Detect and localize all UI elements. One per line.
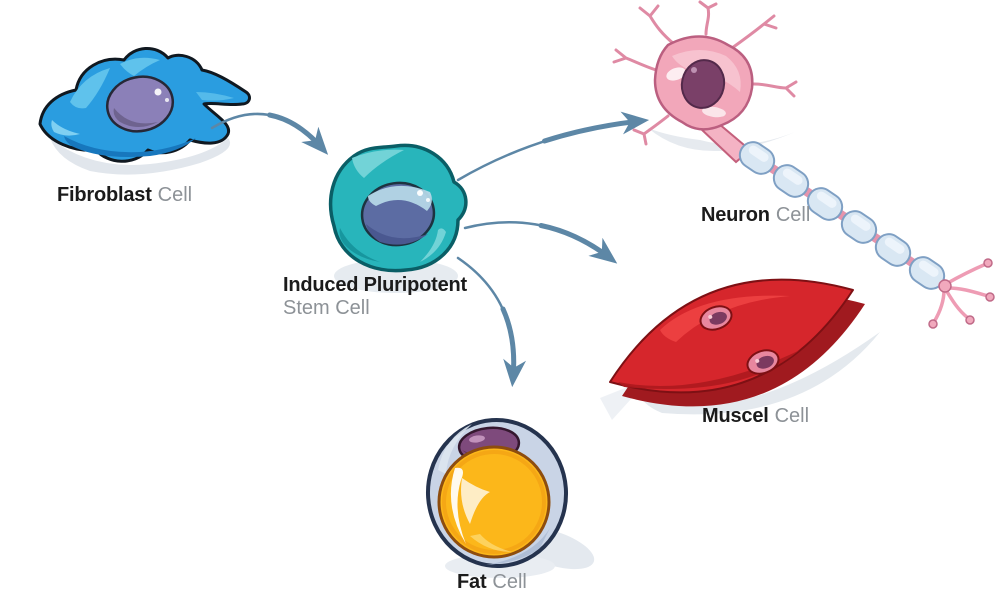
neuron-axon: [738, 141, 995, 329]
fat-membrane-shade: [486, 528, 550, 565]
neuron-cell-illustration: [612, 0, 995, 329]
muscle-fiber-front: [609, 278, 854, 394]
neuron-nucleus: [680, 59, 726, 109]
fat-lipid-inner-ring: [442, 450, 546, 554]
muscle-label-bold: Muscel: [702, 405, 769, 427]
neuron-label-bold: Neuron: [701, 204, 770, 226]
fat-label-bold: Fat: [457, 571, 487, 593]
neuron-label-light: Cell: [775, 204, 811, 226]
neuron-dendrites: [612, 0, 798, 146]
arrow-ips-to-neuron: [456, 111, 650, 182]
muscle-nucleus-2: [746, 349, 780, 375]
ips-cell-illustration: [328, 143, 468, 293]
arrow-fibroblast-to-ips: [210, 112, 329, 155]
arrow-ips-to-muscle: [463, 221, 618, 264]
fat-droplet-highlights: [450, 467, 512, 552]
fibroblast-nucleus: [105, 75, 175, 133]
ips-shadow: [334, 259, 458, 293]
ips-label-bold: Induced Pluripotent: [283, 274, 467, 296]
ips-highlights: [339, 149, 446, 262]
fat-lipid-droplet: [437, 445, 551, 559]
fibroblast-label-light: Cell: [157, 184, 193, 206]
muscle-label-light: Cell: [774, 405, 810, 427]
neuron-shadow: [648, 128, 795, 152]
fat-cell-illustration: [425, 418, 595, 578]
arrow-ips-to-fat: [456, 256, 527, 388]
fat-membrane-light: [438, 424, 472, 474]
ips-label: Induced Pluripotent Stem Cell: [283, 274, 467, 320]
ips-label-light: Stem Cell: [283, 297, 370, 319]
ips-nucleus: [360, 181, 436, 247]
fibroblast-highlights: [51, 57, 234, 157]
muscle-cell-illustration: [600, 278, 880, 420]
fat-label-light: Cell: [492, 571, 527, 593]
muscle-nucleus-1: [699, 305, 733, 331]
axon-terminal-bulbs: [928, 258, 995, 329]
myelin-segments: [738, 141, 946, 290]
fibroblast-label-bold: Fibroblast: [57, 184, 152, 206]
fibroblast-cell-illustration: [38, 47, 251, 175]
fibroblast-shadow: [50, 138, 231, 175]
muscle-shadow: [640, 332, 880, 415]
